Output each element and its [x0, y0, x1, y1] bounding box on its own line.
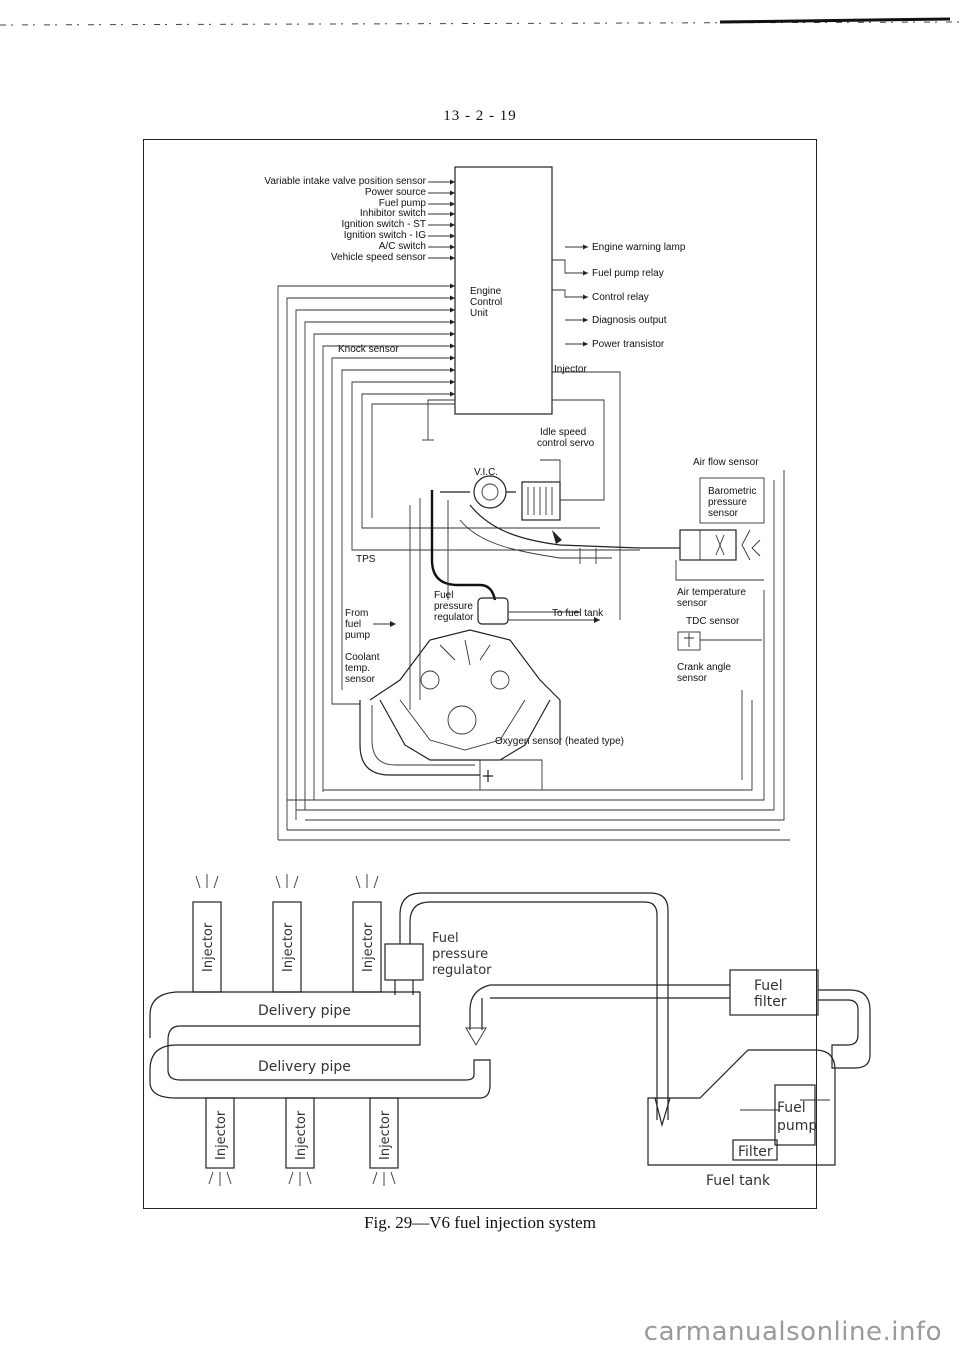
crank-label: Crank angle sensor: [677, 662, 734, 684]
regulator-label: Fuel pressure regulator: [432, 931, 492, 978]
input-label: Ignition switch - IG: [344, 230, 426, 241]
ecu-label: Engine Control Unit: [470, 286, 505, 319]
tank-label: Fuel tank: [706, 1173, 771, 1189]
input-label: A/C switch: [379, 241, 426, 252]
filter-label: Fuel filter: [754, 978, 787, 1010]
delivery-pipe-label-2: Delivery pipe: [258, 1059, 351, 1075]
fpr-label: Fuel pressure regulator: [434, 590, 476, 623]
pump-label: Fuel pump: [777, 1100, 817, 1134]
figure-frame: [143, 139, 817, 1209]
output-label: Diagnosis output: [592, 315, 667, 326]
ecu-line-1: Engine: [470, 286, 502, 297]
delivery-pipe-label: Delivery pipe: [258, 1003, 351, 1019]
input-label: Ignition switch - ST: [342, 219, 426, 230]
upper-injectors: Injector Injector Injector: [192, 874, 382, 993]
knock-sensor-label: Knock sensor: [338, 344, 399, 355]
input-label: Power source: [365, 187, 427, 198]
figure-caption: Fig. 29—V6 fuel injection system: [364, 1213, 596, 1232]
ecu-section: Engine Control Unit Variable intake valv…: [264, 166, 686, 840]
tdc-label: TDC sensor: [686, 616, 740, 627]
injector-label: Injector: [361, 922, 376, 972]
scan-edge: [0, 17, 960, 26]
fuel-delivery-section: Injector Injector Injector Delivery pipe…: [149, 874, 871, 1189]
ecu-line-2: Control: [470, 297, 502, 308]
oxygen-sensor-label: Oxygen sensor (heated type): [495, 736, 624, 747]
vic-label: V.I.C.: [474, 467, 498, 478]
coolant-label: Coolant temp. sensor: [345, 652, 382, 685]
to-tank-label: To fuel tank: [552, 608, 604, 619]
output-label: Control relay: [592, 292, 649, 303]
output-label: Power transistor: [592, 339, 665, 350]
injector-label: Injector: [378, 1110, 393, 1160]
injector-label: Injector: [294, 1110, 309, 1160]
baro-label: Barometric pressure sensor: [708, 486, 759, 519]
ecu-line-3: Unit: [470, 308, 488, 319]
engine-section: V.I.C. TPS Fuel pressure regulator To fu…: [278, 432, 790, 841]
watermark: carmanualsonline.info: [643, 1317, 942, 1347]
input-label: Variable intake valve position sensor: [264, 176, 426, 187]
lower-injectors: Injector Injector Injector: [205, 1097, 399, 1186]
airflow-label: Air flow sensor: [693, 457, 759, 468]
from-pump-label: From fuel pump: [345, 608, 371, 641]
output-label: Fuel pump relay: [592, 268, 664, 279]
ecu-box: [454, 166, 553, 415]
injector-label: Injector: [201, 922, 216, 972]
input-label: Fuel pump: [379, 198, 427, 209]
tps-label: TPS: [356, 554, 376, 565]
airtemp-label: Air temperature sensor: [677, 587, 749, 609]
injector-label: Injector: [214, 1110, 229, 1160]
tank-filter-label: Filter: [738, 1144, 773, 1160]
input-label: Vehicle speed sensor: [331, 252, 427, 263]
page-number: 13 - 2 - 19: [443, 108, 517, 124]
injector-output-label: Injector: [554, 364, 587, 375]
isc-label: Idle speed control servo: [537, 427, 595, 449]
injector-label: Injector: [281, 922, 296, 972]
input-label: Inhibitor switch: [360, 208, 426, 219]
output-label: Engine warning lamp: [592, 242, 686, 253]
